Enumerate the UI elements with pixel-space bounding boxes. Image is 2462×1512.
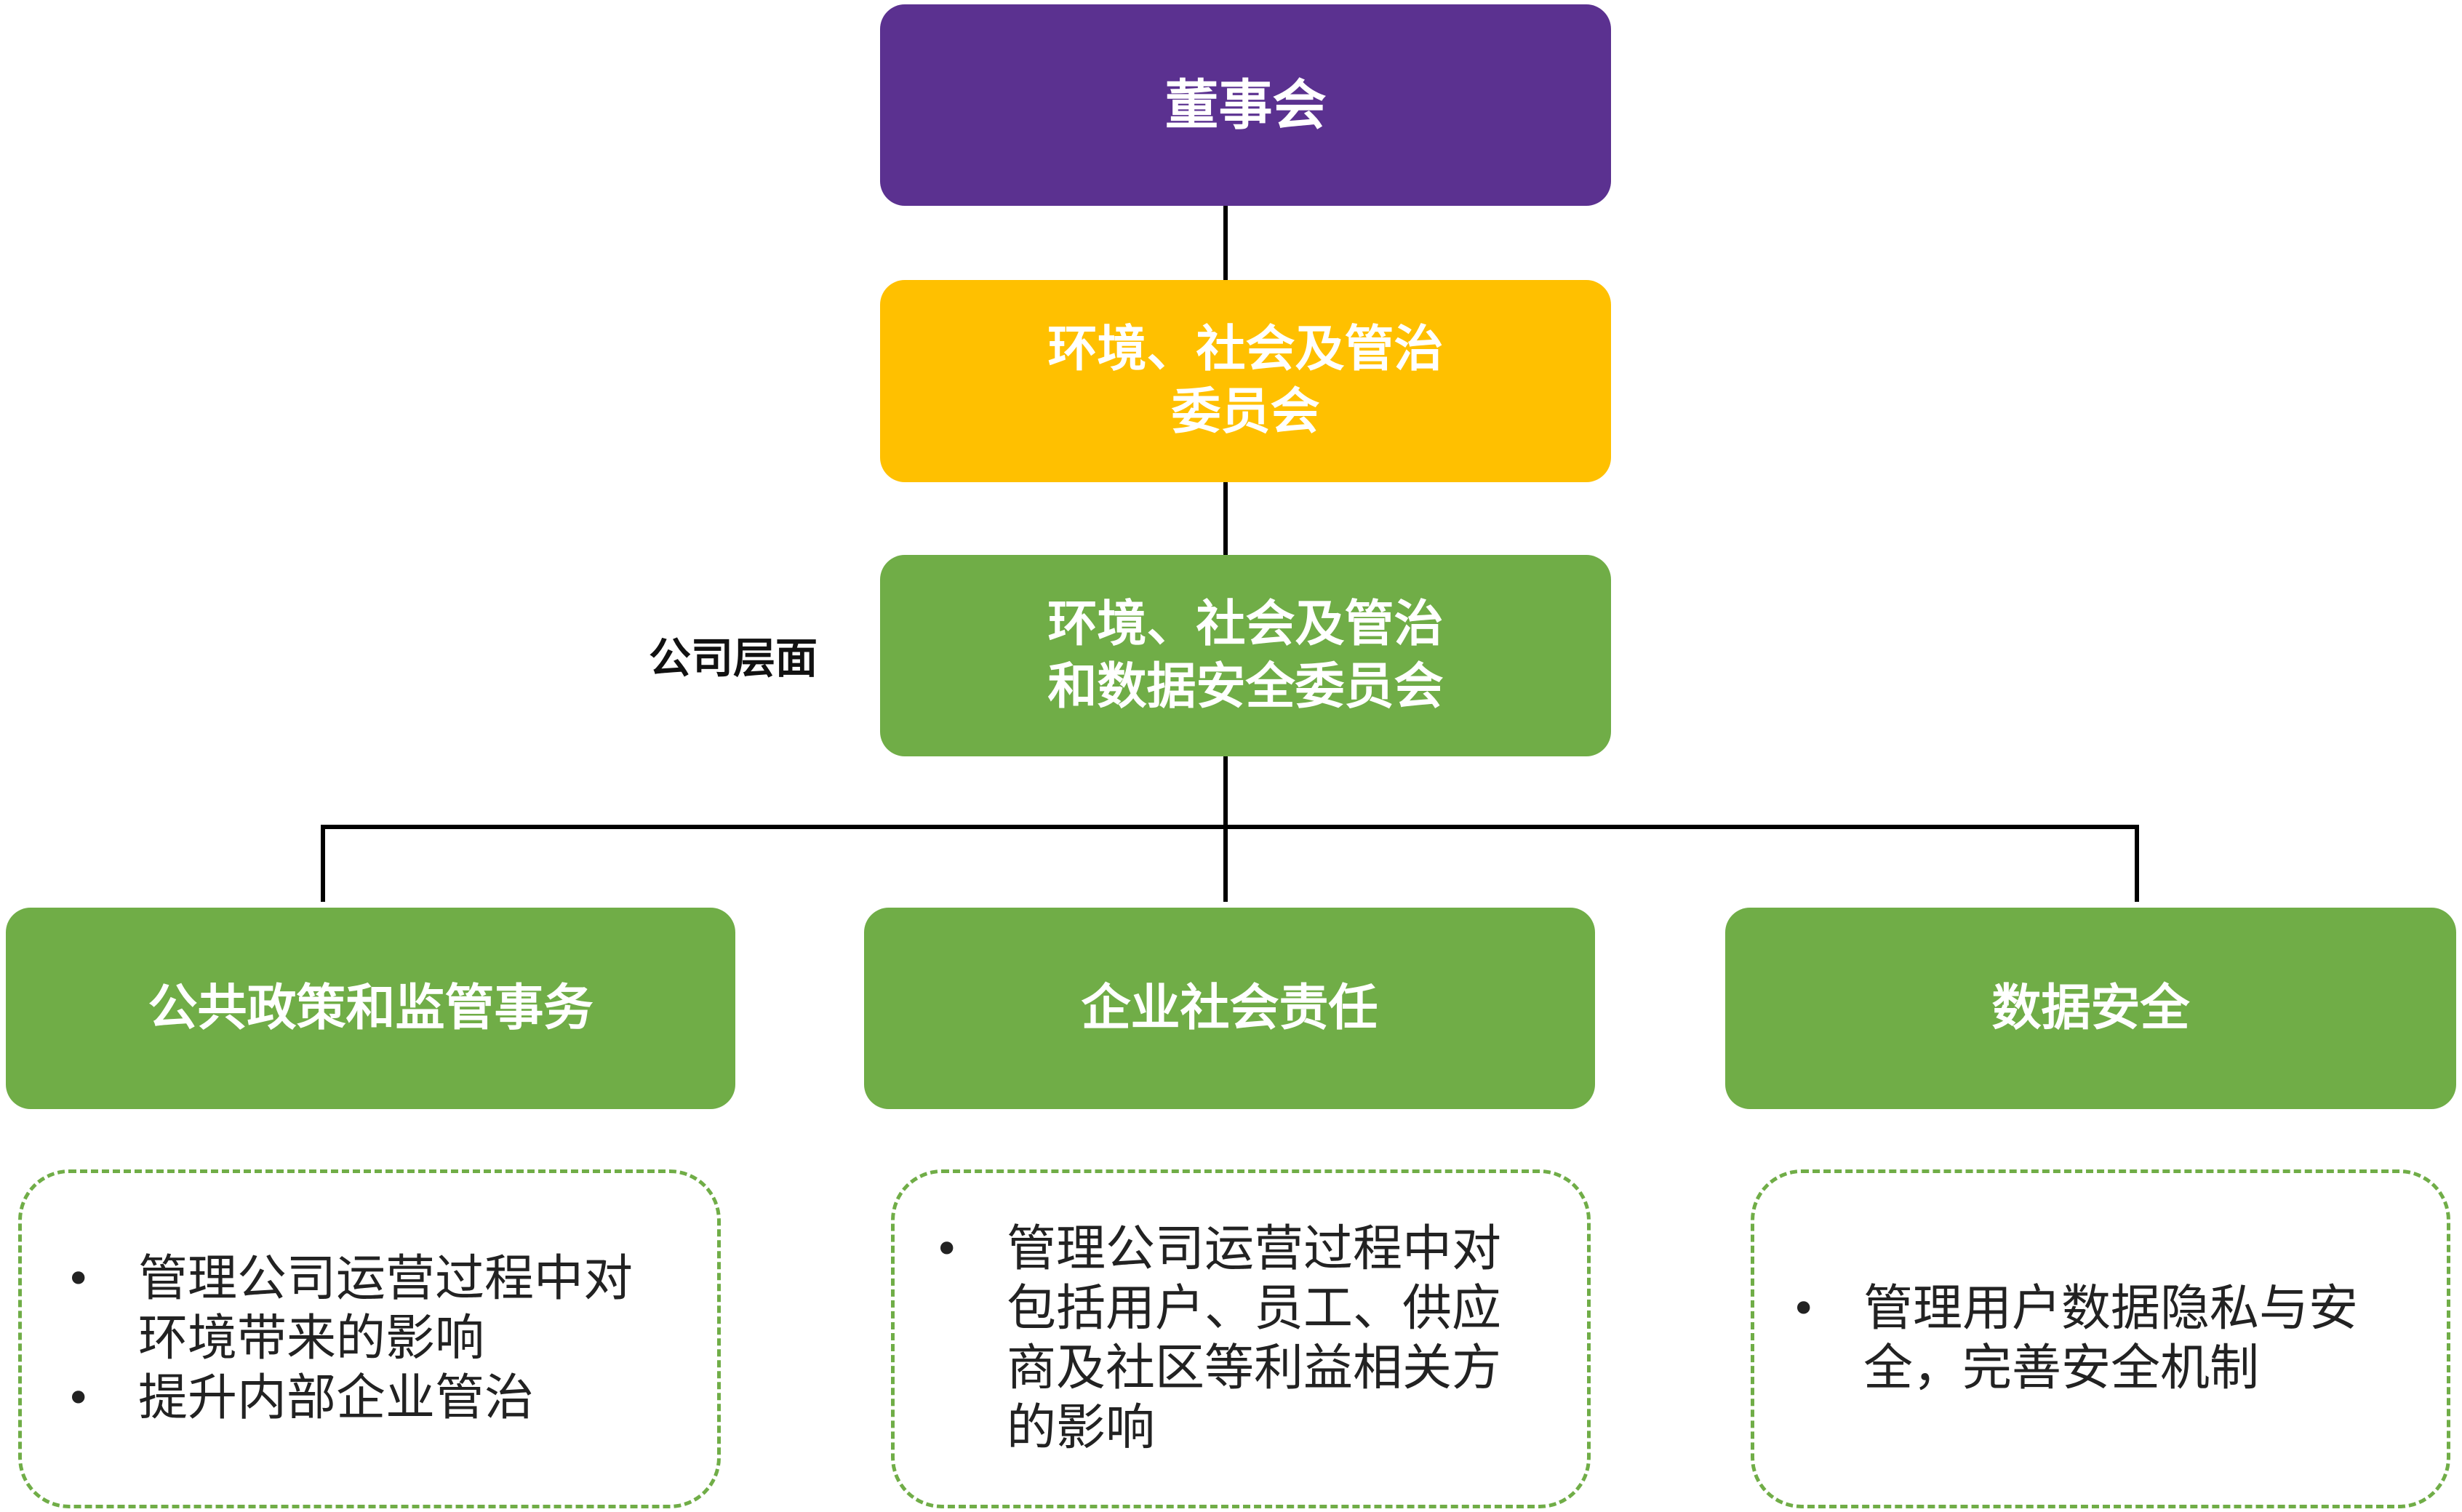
bullet-line: 的影响	[1007, 1399, 1156, 1457]
bullet-dot: •	[1791, 1284, 1817, 1335]
note-csr: • 管理公司运营过程中对 包括用户、员工、供应 商及社区等利益相关方 的影响	[891, 1169, 1591, 1508]
bullet-dot: •	[934, 1224, 960, 1275]
bullet-line: 环境带来的影响	[138, 1310, 485, 1367]
bullet-dot: •	[65, 1254, 92, 1305]
esg-committee-box: 环境、社会及管治 委员会	[880, 280, 1611, 482]
bullet-line: 管理公司运营过程中对	[1007, 1220, 1502, 1278]
company-committee-line-2: 和数据安全委员会	[1047, 657, 1444, 716]
company-level-label: 公司层面	[649, 633, 818, 683]
connector-board-to-esg	[1223, 206, 1228, 280]
connector-left-drop	[321, 825, 325, 902]
list-item: • 管理公司运营过程中对 环境带来的影响	[65, 1249, 688, 1369]
branch-public-policy-box: 公共政策和监管事务	[6, 908, 735, 1109]
bullet-dot: •	[65, 1373, 92, 1424]
list-item: • 提升内部企业管治	[65, 1369, 688, 1428]
note-data-security: • 管理用户数据隐私与安 全，完善安全机制	[1751, 1169, 2450, 1508]
bullet-line: 提升内部企业管治	[138, 1369, 535, 1427]
company-committee-line-1: 环境、社会及管治	[1047, 595, 1444, 653]
bullet-line: 商及社区等利益相关方	[1007, 1340, 1502, 1397]
bullet-line: 管理公司运营过程中对	[138, 1250, 634, 1308]
branch-title: 公共政策和监管事务	[148, 979, 593, 1037]
connector-horizontal-bar	[321, 825, 2139, 829]
branch-title: 数据安全	[1991, 979, 2190, 1037]
list-item: • 管理用户数据隐私与安 全，完善安全机制	[1791, 1279, 2425, 1399]
esg-committee-line-1: 环境、社会及管治	[1047, 321, 1444, 378]
note-public-policy: • 管理公司运营过程中对 环境带来的影响 • 提升内部企业管治	[18, 1169, 721, 1508]
esg-committee-line-2: 委员会	[1171, 383, 1320, 441]
bullet-line: 全，完善安全机制	[1863, 1340, 2260, 1397]
branch-title: 企业社会责任	[1081, 979, 1378, 1037]
connector-esg-to-company	[1223, 482, 1228, 555]
bullet-line: 管理用户数据隐私与安	[1863, 1280, 2359, 1337]
connector-right-drop	[2135, 825, 2139, 902]
connector-company-down	[1223, 756, 1228, 902]
list-item: • 管理公司运营过程中对 包括用户、员工、供应 商及社区等利益相关方 的影响	[934, 1220, 1565, 1458]
bullet-line: 包括用户、员工、供应	[1007, 1280, 1502, 1337]
company-committee-box: 环境、社会及管治 和数据安全委员会	[880, 555, 1611, 756]
board-label: 董事会	[1164, 73, 1327, 137]
branch-data-security-box: 数据安全	[1725, 908, 2456, 1109]
branch-csr-box: 企业社会责任	[864, 908, 1595, 1109]
board-box: 董事会	[880, 4, 1611, 206]
